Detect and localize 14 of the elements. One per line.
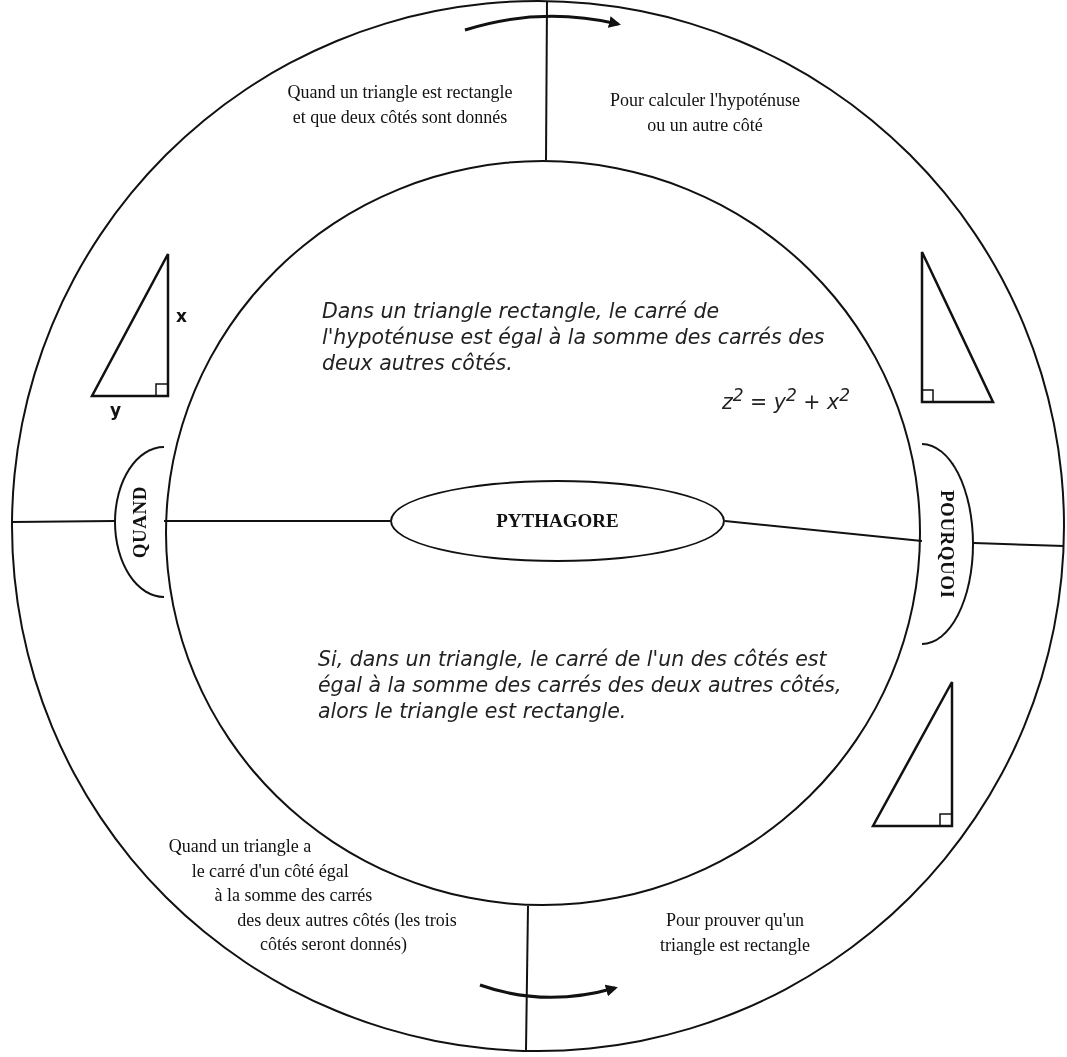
- tab-label: POURQUOI: [936, 489, 958, 599]
- quadrant-text: Pour calculer l'hypoténuse ou un autre côté: [609, 90, 801, 135]
- side-label: x: [176, 308, 187, 325]
- side-label: y: [110, 402, 122, 419]
- quadrant-text: Quand un triangle a le carré d'un côté égal à la somme des carrés des deux autres côtés (les trois côtés seront donnés): [168, 836, 457, 954]
- inner-circle: [165, 160, 921, 906]
- outer-circle: [11, 0, 1065, 1052]
- theorem-statement: Dans un triangle rectangle, le carré de l'hypoténuse est égal à la somme des carrés des deux autres côtés.: [322, 298, 826, 376]
- quadrant-text: Pour prouver qu'un triangle est rectangle: [660, 910, 810, 955]
- formula: z$^{2}$ = y$^{2}$ + x$^{2}$: [720, 384, 850, 415]
- theorem-statement: Si, dans un triangle, le carré de l'un des côtés est égal à la somme des carrés des deux autres côtés, alors le triangle est rectangle.: [318, 646, 843, 724]
- tab-label: QUAND: [129, 485, 151, 559]
- quadrant-text: Quand un triangle est rectangle et que deux côtés sont donnés: [287, 82, 513, 127]
- title: PYTHAGORE: [496, 510, 619, 532]
